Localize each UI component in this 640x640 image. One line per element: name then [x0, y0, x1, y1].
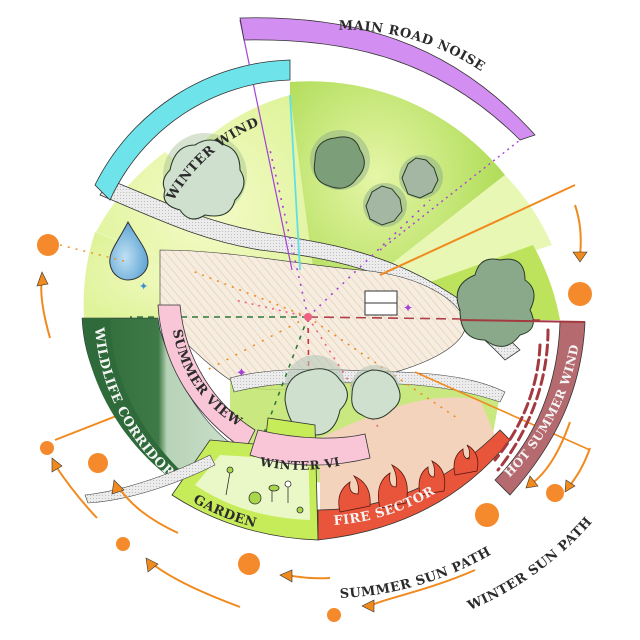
flame-icon [338, 444, 479, 513]
tree-icon [310, 130, 370, 190]
arrow-icon [149, 561, 241, 608]
sun-icon [37, 234, 59, 256]
sun-icon [546, 484, 564, 502]
blue-marker: ✦ [139, 280, 148, 293]
tree-icon [350, 365, 401, 420]
winter-sun-ray [414, 371, 591, 451]
arrow-icon [574, 204, 582, 257]
sun-icon [327, 608, 341, 622]
tree-icon [162, 133, 247, 220]
site-center-marker [304, 313, 312, 321]
purple-marker: ✦ [403, 301, 413, 315]
tree-icon [284, 355, 348, 436]
house-icon [364, 290, 398, 316]
road [99, 179, 521, 361]
plant-icon [225, 466, 304, 514]
sun-icon [238, 553, 260, 575]
sun-icons [37, 234, 592, 622]
arrow-icon [54, 464, 98, 519]
sun-icon [568, 282, 592, 306]
arrow-icon [529, 421, 571, 486]
sun-icon [116, 537, 130, 551]
sun-icon [475, 503, 499, 527]
purple-marker: ✦ [236, 366, 247, 381]
arrow-icon [567, 447, 591, 489]
arrow-icon [371, 569, 476, 606]
sun-icon [40, 441, 54, 455]
summer-sun-path-label: SUMMER SUN PATH [339, 544, 493, 602]
tree-icon [363, 183, 407, 227]
arrow-icon [40, 277, 51, 339]
water-drop-icon [109, 220, 149, 281]
summer-sunrise-ray [379, 184, 576, 276]
tree-icon [399, 155, 443, 199]
winter-sun-path-label: WINTER SUN PATH [465, 514, 596, 614]
sun-icon [88, 453, 108, 473]
tree-icon [456, 258, 535, 347]
